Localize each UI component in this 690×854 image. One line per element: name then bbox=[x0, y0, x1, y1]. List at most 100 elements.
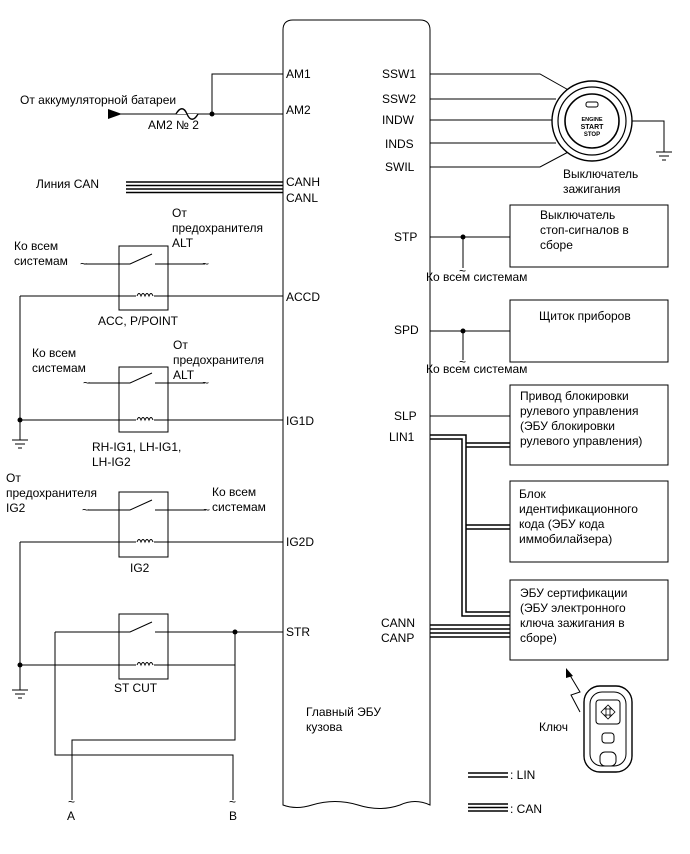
lin-bus bbox=[430, 434, 510, 617]
cert-ecu-box bbox=[509, 579, 669, 661]
pin-ig2d: IG2D bbox=[286, 535, 314, 549]
relay-ig1-switch bbox=[119, 372, 168, 384]
relay-st bbox=[118, 613, 169, 680]
key-label: Ключ bbox=[539, 720, 568, 734]
legend-lin-label: : LIN bbox=[510, 768, 535, 782]
meter-box bbox=[509, 299, 669, 363]
battery-arrow bbox=[108, 109, 122, 119]
pin-accd: ACCD bbox=[286, 290, 320, 304]
ground-3 bbox=[656, 151, 672, 161]
tilde-2: ~ bbox=[202, 257, 209, 271]
relay-acc-label: ACC, P/POINT bbox=[98, 314, 179, 328]
fuse-am2-label: AM2 № 2 bbox=[148, 118, 199, 132]
pin-canh: CANH bbox=[286, 175, 320, 189]
relay-st-label: ST CUT bbox=[114, 681, 158, 695]
tilde-stp: ~ bbox=[459, 264, 466, 278]
pin-indw: INDW bbox=[382, 113, 415, 127]
relay-st-switch bbox=[119, 621, 168, 633]
relay-acc-switch bbox=[119, 253, 168, 265]
ground-1 bbox=[12, 420, 28, 449]
pin-spd: SPD bbox=[394, 323, 419, 337]
swil-wire bbox=[430, 149, 573, 168]
wireless-arrow-head bbox=[566, 668, 573, 678]
legend-can-swatch bbox=[468, 803, 508, 812]
relay-ig2 bbox=[118, 491, 169, 558]
pin-inds: INDS bbox=[385, 137, 414, 151]
steering-lock-box bbox=[509, 384, 669, 466]
pin-lin1: LIN1 bbox=[389, 430, 415, 444]
can-bus-right bbox=[430, 624, 510, 638]
wireless-arrow-icon bbox=[567, 671, 581, 713]
pin-stp: STP bbox=[394, 230, 417, 244]
pin-slp: SLP bbox=[394, 409, 417, 423]
can-line-label: Линия CAN bbox=[36, 177, 99, 191]
relay-acc bbox=[118, 245, 169, 311]
tilde-3: ~ bbox=[83, 376, 90, 390]
wire-a bbox=[71, 665, 236, 800]
to-all-stp-label: Ко всем системам bbox=[426, 270, 527, 284]
junction-spd bbox=[460, 328, 466, 334]
ignition-text-3: STOP bbox=[584, 132, 600, 138]
pin-ssw2: SSW2 bbox=[382, 92, 416, 106]
relay-ig2-label: IG2 bbox=[130, 561, 150, 575]
tilde-1: ~ bbox=[80, 257, 87, 271]
relay-ig1 bbox=[118, 366, 169, 433]
battery-label: От аккумуляторной батареи bbox=[20, 93, 176, 107]
relay-ig1-coil-shape bbox=[119, 417, 168, 422]
relay-ig2-coil-shape bbox=[119, 539, 168, 544]
stop-switch-box bbox=[509, 204, 669, 268]
tilde-4: ~ bbox=[202, 376, 209, 390]
spd-wire bbox=[430, 330, 510, 360]
tilde-6: ~ bbox=[203, 503, 210, 517]
pin-am1: AM1 bbox=[286, 67, 311, 81]
ignition-switch-inner bbox=[564, 93, 620, 149]
pin-canl: CANL bbox=[286, 191, 318, 205]
relay-acc-coil-shape bbox=[136, 293, 154, 298]
tilde-spd: ~ bbox=[459, 355, 466, 369]
am1-wire bbox=[211, 73, 283, 114]
connector-a: A bbox=[67, 809, 75, 823]
junction-st-gnd bbox=[17, 662, 23, 668]
tilde-b: ~ bbox=[229, 795, 236, 809]
relay-st-coil-shape bbox=[119, 662, 168, 667]
ig2d-wire bbox=[19, 541, 283, 665]
meter-text: Щиток приборов bbox=[539, 309, 631, 323]
fuse-am2 bbox=[175, 108, 199, 120]
transponder-box bbox=[509, 480, 669, 563]
tilde-5: ~ bbox=[82, 503, 89, 517]
legend-lin-swatch bbox=[468, 772, 508, 778]
legend-can-label: : CAN bbox=[510, 802, 542, 816]
stp-wire bbox=[430, 236, 510, 268]
ecu-block bbox=[282, 19, 431, 809]
pin-canp: CANP bbox=[381, 631, 414, 645]
ignition-ground-wire bbox=[632, 120, 665, 152]
ignition-text-2: START bbox=[581, 124, 605, 131]
to-all-spd-label: Ко всем системам bbox=[426, 362, 527, 376]
pin-cann: CANN bbox=[381, 616, 415, 630]
connector-b: B bbox=[229, 809, 237, 823]
ignition-indicator bbox=[585, 101, 599, 108]
ground-2 bbox=[12, 689, 28, 699]
relay-ig2-switch bbox=[119, 499, 168, 511]
key-fob-icon bbox=[583, 685, 633, 773]
can-line-bundle bbox=[126, 181, 283, 194]
junction-stp bbox=[460, 234, 466, 240]
pin-swil: SWIL bbox=[385, 160, 415, 174]
ssw1-wire bbox=[430, 73, 573, 93]
pin-ssw1: SSW1 bbox=[382, 67, 416, 81]
pin-str: STR bbox=[286, 625, 310, 639]
pin-am2: AM2 bbox=[286, 103, 311, 117]
pin-ig1d: IG1D bbox=[286, 414, 314, 428]
